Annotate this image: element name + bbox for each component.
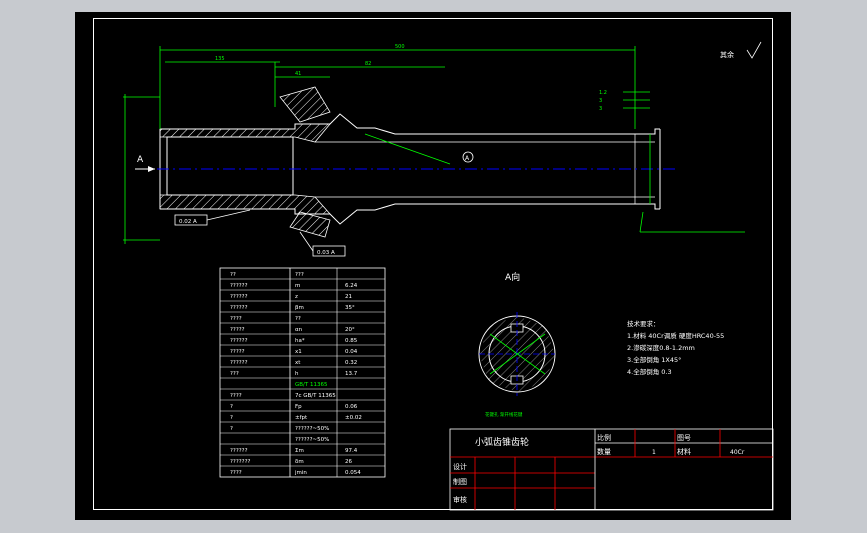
gear-tooth-bottom (289, 211, 331, 238)
param-name: ?????? (230, 360, 248, 366)
view-arrow: A (135, 155, 155, 172)
dimensions (123, 46, 745, 244)
title-block: 小弧齿锥齿轮 比例 图号 数量 1 材料 40Cr 设计 制图 审核 (449, 428, 774, 511)
param-value: 0.054 (345, 470, 361, 476)
param-symbol: m (295, 283, 300, 289)
bore (166, 136, 294, 196)
tolerance-frame-1: 0.02 A (174, 209, 251, 226)
title-text: 小弧齿锥齿轮 (475, 436, 529, 448)
param-name: ??????? (230, 459, 251, 465)
datum-marker: A (462, 151, 474, 163)
design-label: 设计 (453, 462, 467, 471)
param-name: ?????? (230, 448, 248, 454)
param-symbol: Σm (295, 448, 304, 454)
param-table-border (219, 267, 386, 478)
draw-label: 制图 (453, 477, 467, 486)
param-name: ?? (230, 272, 236, 278)
param-name: ? (230, 415, 233, 421)
tech-requirement-line: 4.全部倒角 0.3 (627, 367, 672, 376)
drawing-frame (93, 18, 773, 510)
param-name: ? (230, 404, 233, 410)
material-label: 材料 (677, 447, 691, 456)
param-symbol: z (295, 294, 298, 300)
param-value: 0.04 (345, 349, 358, 355)
param-value: 0.85 (345, 338, 358, 344)
tech-requirements: 技术要求： 1.材料 40Cr调质 硬度HRC40-55 2.渗碳深度0.8-1.2… (627, 319, 724, 376)
tolerance-text-1: 0.02 A (179, 219, 197, 225)
param-symbol: h (295, 371, 299, 377)
param-value: 97.4 (345, 448, 358, 454)
dim-chamfer-1: 1.2 (599, 90, 607, 96)
param-symbol: jmin (294, 470, 307, 476)
param-symbol: 7c GB/T 11365 (295, 393, 336, 399)
param-name: ?????? (230, 283, 248, 289)
dim-left-length: 135 (215, 56, 225, 62)
dim-chamfer-3: 3 (599, 106, 602, 112)
dim-chamfer-2: 3 (599, 98, 602, 104)
param-symbol: βm (295, 305, 304, 311)
tech-requirement-line: 2.渗碳深度0.8-1.2mm (627, 343, 695, 352)
param-symbol: αn (295, 327, 303, 333)
param-name: ??? (230, 371, 239, 377)
param-symbol: x1 (295, 349, 302, 355)
param-name: ???? (230, 393, 242, 399)
dim-short-length: 41 (295, 71, 301, 77)
param-name: ???? (230, 316, 242, 322)
param-value: 21 (345, 294, 352, 300)
quantity-value: 1 (652, 449, 656, 456)
param-value: 0.32 (345, 360, 357, 366)
param-symbol: ??????~50% (295, 426, 329, 432)
drawing-sheet: 500 135 82 41 1.2 3 3 A A 0.02 A 0.03 A (75, 12, 791, 520)
param-symbol: ha* (295, 338, 305, 344)
shaft-view (135, 86, 675, 238)
a-view: A向 花键孔 渐开线花键 (478, 271, 556, 418)
dim-total-length: 500 (395, 44, 405, 50)
hatch-top (159, 123, 331, 143)
param-symbol: ?? (295, 316, 301, 322)
number-label: 图号 (677, 434, 691, 442)
cad-drawing: 500 135 82 41 1.2 3 3 A A 0.02 A 0.03 A (123, 41, 774, 511)
check-label: 审核 (453, 495, 467, 504)
param-name: ?????? (230, 294, 248, 300)
surface-finish-note: 其余 (720, 41, 762, 59)
param-value: 0.06 (345, 404, 358, 410)
param-value: 20° (345, 327, 355, 333)
spline-note: 花键孔 渐开线花键 (485, 411, 523, 418)
param-name: ?????? (230, 338, 248, 344)
surface-note-text: 其余 (720, 50, 734, 59)
param-symbol: GB/T 11365 (295, 382, 328, 388)
param-symbol: ??? (295, 272, 304, 278)
tech-requirement-line: 3.全部倒角 1X45° (627, 355, 681, 364)
tolerance-text-2: 0.03 A (317, 250, 335, 256)
param-value: 13.7 (345, 371, 358, 377)
a-view-label: A向 (505, 271, 520, 283)
dim-mid-length: 82 (365, 61, 371, 67)
quantity-label: 数量 (597, 447, 611, 456)
param-name: ????? (230, 327, 245, 333)
param-value: 35° (345, 305, 355, 311)
param-symbol: ??????~50% (295, 437, 329, 443)
param-symbol: Fp (295, 404, 302, 410)
param-name: ???? (230, 470, 242, 476)
gear-tooth-top (279, 86, 331, 123)
param-symbol: ±fpt (295, 415, 308, 421)
dimension-texts: 500 135 82 41 1.2 3 3 (215, 44, 607, 112)
tolerance-frame-2: 0.03 A (299, 231, 346, 257)
tech-requirement-line: 技术要求： (627, 319, 660, 328)
param-value: 26 (345, 459, 352, 465)
param-value: ±0.02 (345, 415, 362, 421)
material-value: 40Cr (730, 449, 745, 456)
tech-requirement-line: 1.材料 40Cr调质 硬度HRC40-55 (627, 331, 724, 340)
param-name: ? (230, 426, 233, 432)
param-symbol: xt (295, 360, 301, 366)
param-symbol: δm (295, 459, 304, 465)
param-name: ????? (230, 349, 245, 355)
param-value: 6.24 (345, 283, 358, 289)
datum-label: A (465, 155, 470, 162)
param-name: ?????? (230, 305, 248, 311)
view-arrow-label: A (137, 155, 144, 165)
scale-label: 比例 (597, 433, 611, 442)
